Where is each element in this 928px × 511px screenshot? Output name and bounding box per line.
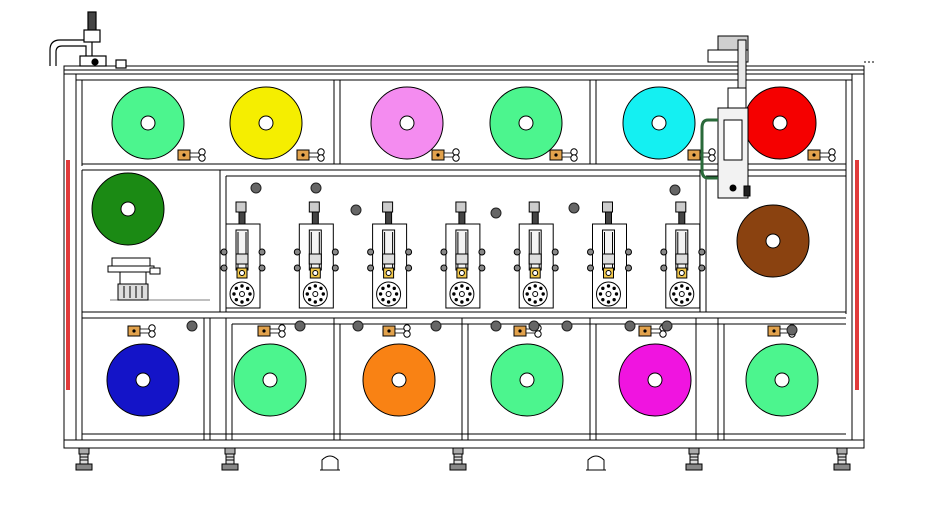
bracket [687,148,716,162]
reel-bottom-3 [362,343,436,417]
transfer-module-left [107,257,161,301]
roller [528,320,540,332]
leveling-feet [75,447,851,471]
rollers [186,182,798,336]
reel-top-5 [622,86,696,160]
reel-bottom-6 [745,343,819,417]
reel-top-6 [743,86,817,160]
reel-top-4 [489,86,563,160]
roller [568,202,580,214]
winding-station [293,201,339,309]
winding-station [220,201,266,309]
roller [250,182,262,194]
leveling-foot [320,455,340,471]
winding-station [513,201,559,309]
bracket [638,324,667,338]
reel-top-2 [229,86,303,160]
leveling-foot [75,447,93,471]
roller [624,320,636,332]
roller [310,182,322,194]
bracket [257,324,286,338]
outer-frame [63,73,865,449]
roller [350,204,362,216]
winding-station [440,201,486,309]
roller [294,320,306,332]
reels [91,86,819,417]
bracket [431,148,460,162]
leveling-foot [685,447,703,471]
reel-mid-left [91,172,165,246]
roller [786,324,798,336]
gantry-head [700,35,876,199]
winding-station [367,201,413,309]
roller [490,320,502,332]
side-light-right [855,160,859,390]
side-light-left [66,160,70,390]
reel-top-1 [111,86,185,160]
reel-bottom-2 [233,343,307,417]
bracket [177,148,206,162]
roller [430,320,442,332]
leveling-foot [221,447,239,471]
leveling-foot [449,447,467,471]
reel-bottom-4 [490,343,564,417]
bracket [549,148,578,162]
roller [490,207,502,219]
winding-station [587,201,632,309]
reel-bottom-1 [106,343,180,417]
reel-bottom-5 [618,343,692,417]
bracket [807,148,836,162]
winding-station [660,201,706,309]
leveling-foot [586,455,606,471]
mounting-brackets [127,148,836,338]
reel-top-3 [370,86,444,160]
roller [352,320,364,332]
roller [669,184,681,196]
leveling-foot [833,447,851,471]
roller [186,320,198,332]
reel-mid-right [736,204,810,278]
left-cable-carrier [49,11,127,69]
bracket [296,148,325,162]
winding-stations [220,201,706,309]
roller [661,320,673,332]
roller [561,320,573,332]
bracket [127,324,156,338]
bracket [382,324,411,338]
